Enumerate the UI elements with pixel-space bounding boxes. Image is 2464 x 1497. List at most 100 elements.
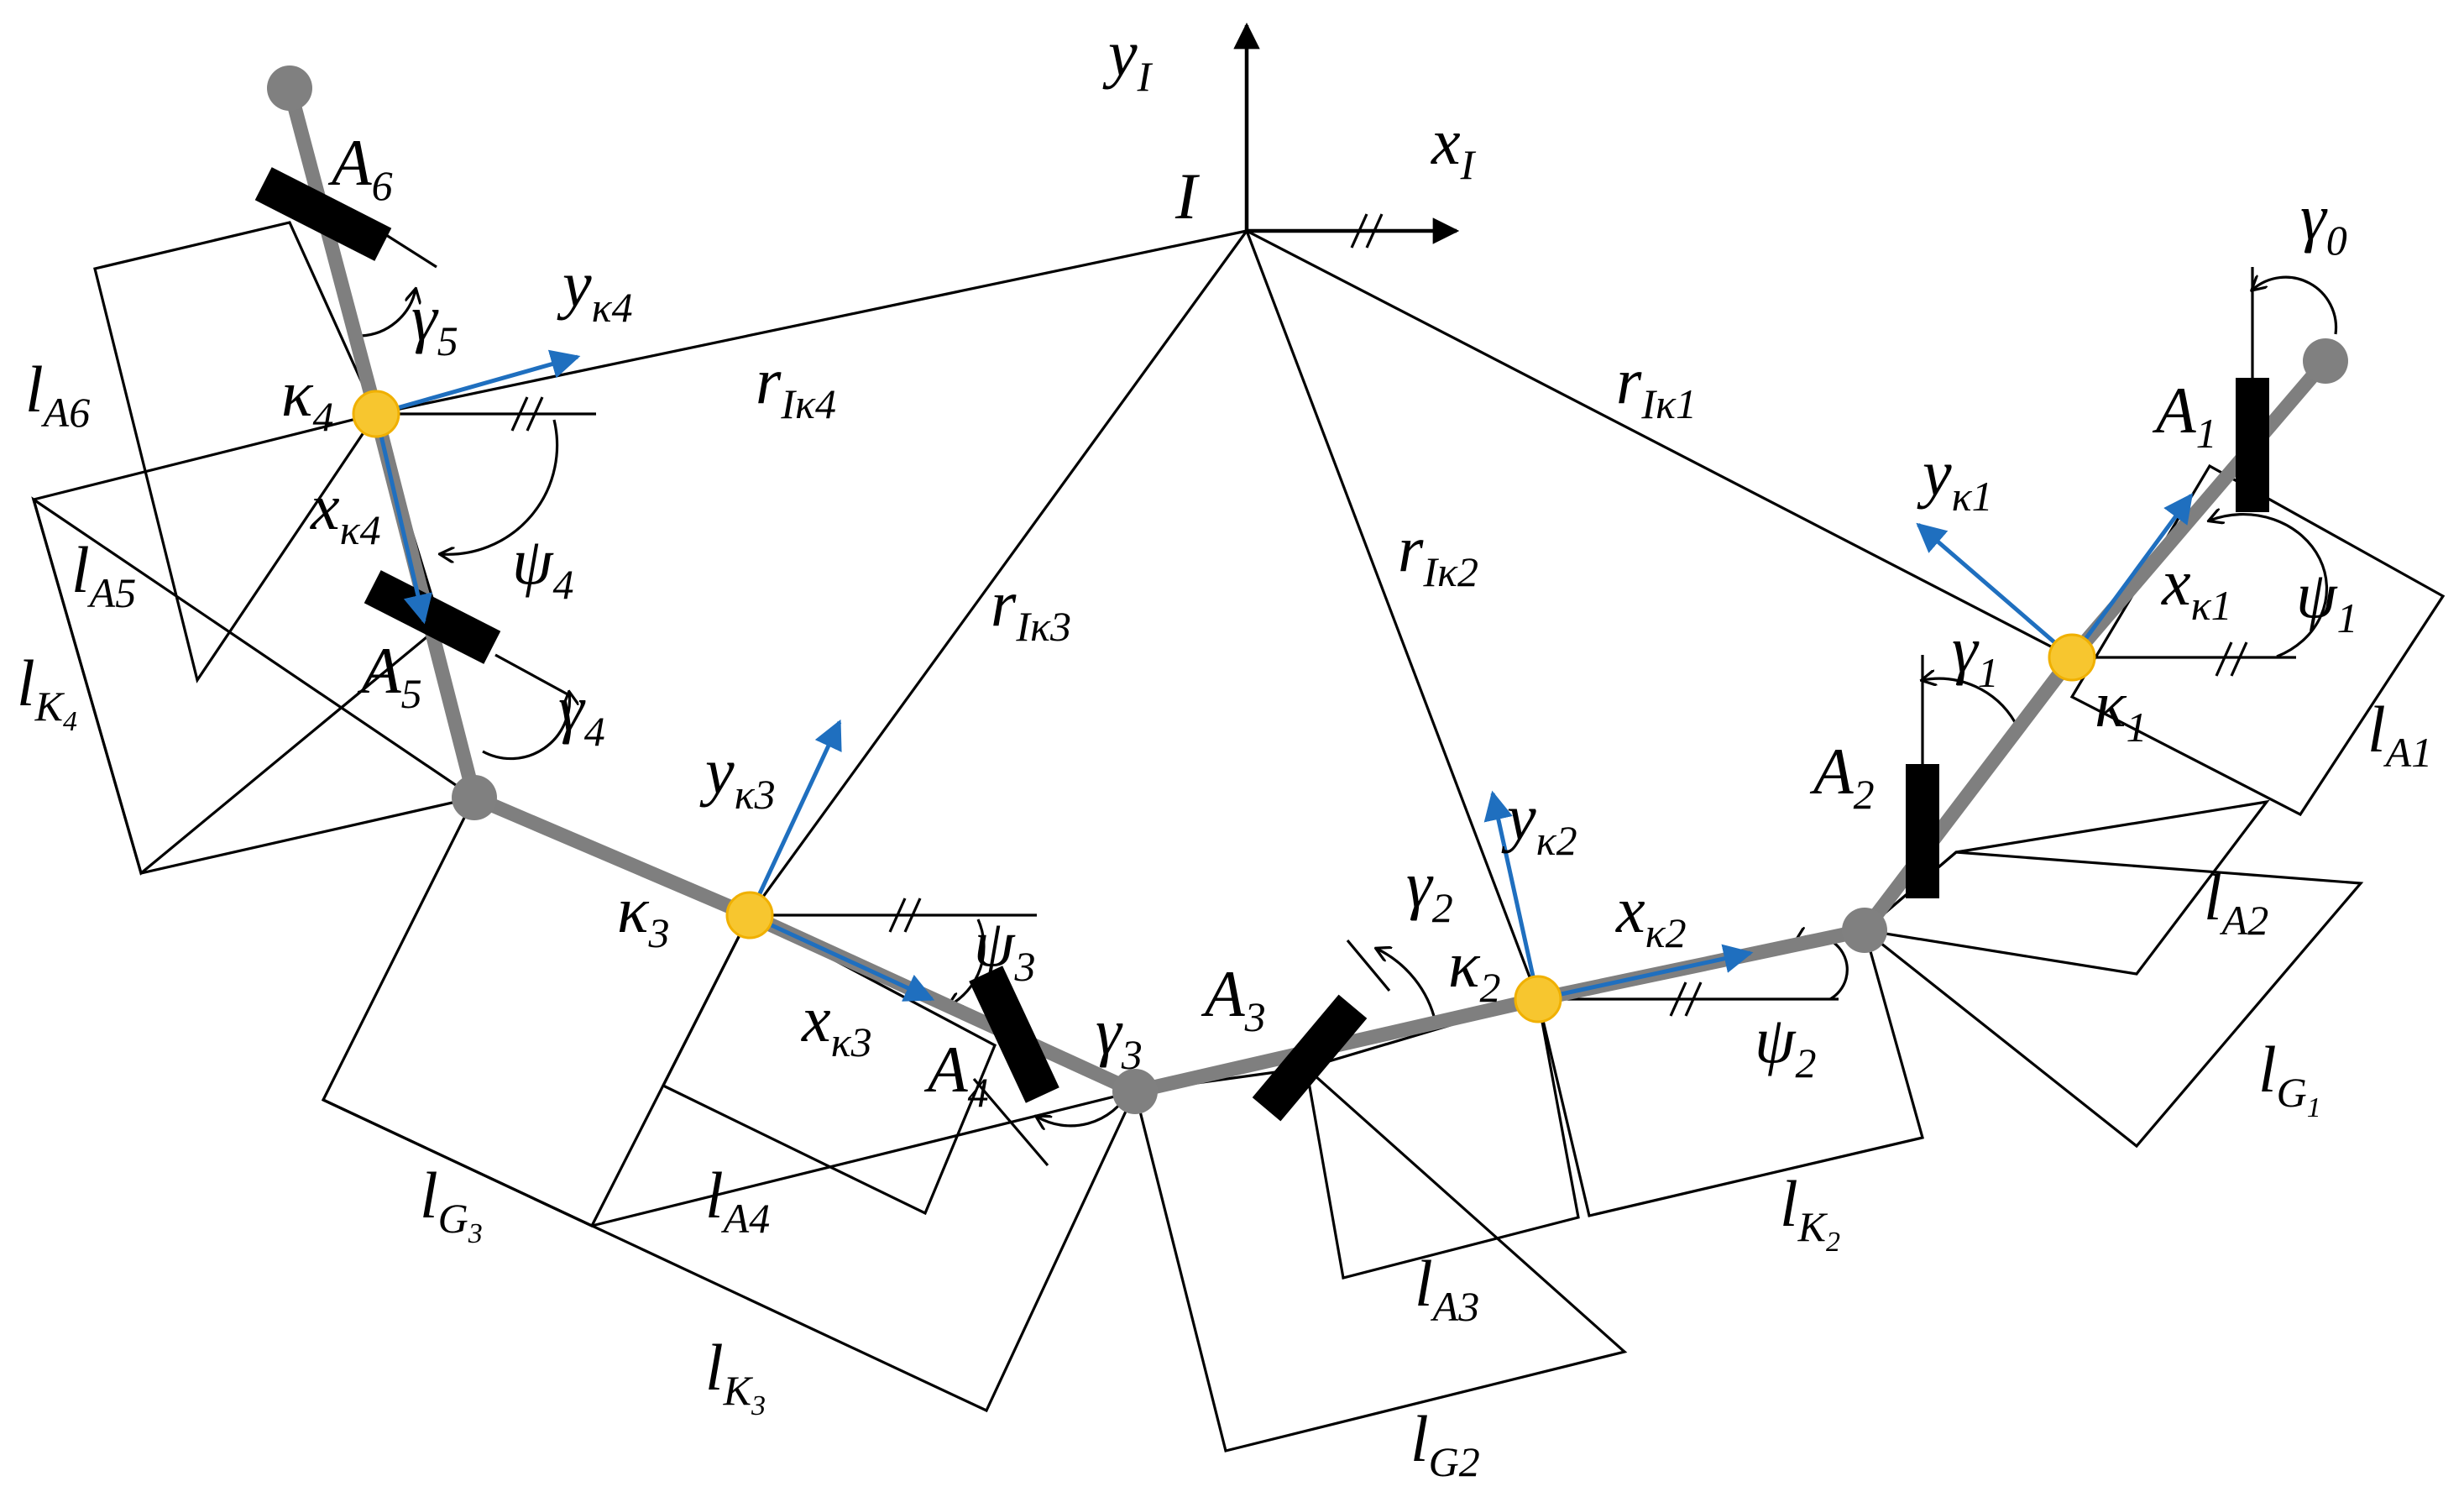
joint-end-left: [267, 65, 312, 111]
actuator-A3: [1252, 994, 1368, 1122]
label-y-k3: yκ3: [699, 735, 776, 818]
label-k1: κ1: [2095, 667, 2147, 751]
link-chain: [282, 81, 2333, 1099]
label-x-k4: xκ4: [310, 470, 381, 553]
box-lK4: [31, 496, 478, 875]
joint-left: [452, 775, 497, 820]
label-k2: κ2: [1448, 928, 1500, 1011]
gamma5-arc: [360, 290, 416, 338]
r-vector-k1: [1246, 229, 2073, 659]
label-y-k2: yκ2: [1501, 781, 1577, 864]
actuator-A4: [969, 966, 1059, 1103]
label-A2: A2: [1809, 735, 1875, 818]
gamma1-arc: [1923, 678, 2017, 723]
label-A6: A6: [327, 126, 393, 209]
joint-right: [1842, 908, 1887, 953]
label-gamma4: γ4: [558, 672, 605, 755]
label-r-Ik3: rIκ3: [991, 567, 1071, 650]
gamma0-arc: [2252, 277, 2338, 335]
actuator-A6: [254, 167, 392, 261]
r-vector-k3: [748, 230, 1248, 916]
label-x-k3: xκ3: [801, 982, 872, 1065]
psi1-arc: [2210, 515, 2329, 658]
axis-x-k1: [2069, 493, 2194, 659]
label-lK3: lK3: [705, 1331, 766, 1421]
origin-k3: [725, 891, 774, 940]
axis-x-k3: [748, 913, 935, 1002]
parallel-mark: [1365, 213, 1384, 249]
label-x-k2: xκ2: [1615, 873, 1687, 956]
label-lK4: lK4: [17, 646, 77, 737]
actuators: [254, 167, 2269, 1122]
label-gamma0: γ0: [2300, 181, 2347, 264]
label-x-k1: xκ1: [2161, 546, 2232, 629]
axis-y-k4: [375, 349, 581, 416]
labels: I yI xI rIκ1 rIκ2 rIκ3 rIκ4 κ1 κ2 κ3 κ4 …: [17, 17, 2432, 1485]
label-A3: A3: [1201, 957, 1266, 1040]
link-polyline: [282, 81, 2333, 1099]
label-r-Ik1: rIκ1: [1616, 344, 1697, 427]
label-lA4: lA4: [705, 1159, 770, 1242]
box-lG2: [1133, 1066, 1628, 1453]
position-vectors: [375, 229, 2073, 1000]
box-lA6: [93, 221, 378, 683]
origin-k2: [1514, 975, 1562, 1023]
label-lA1: lA1: [2367, 693, 2432, 776]
psi4-arc: [441, 419, 559, 554]
gamma2-arc: [1377, 949, 1437, 1023]
ref-line-A3: [1346, 939, 1391, 992]
label-psi1: ψ1: [2296, 558, 2357, 641]
origin-k4: [352, 390, 400, 438]
axis-y-k1: [1916, 522, 2074, 659]
box-lA2: [1861, 799, 2270, 976]
label-y-k4: yκ4: [557, 248, 633, 331]
inertial-frame: [1233, 22, 1460, 249]
label-psi4: ψ4: [512, 525, 573, 608]
label-gamma1: γ1: [1952, 613, 1999, 696]
r-vector-k2: [1245, 230, 1540, 1000]
gamma4-arc: [482, 693, 570, 761]
label-lG1: lG1: [2258, 1033, 2321, 1123]
label-lA5: lA5: [71, 533, 136, 616]
axis-x-k2: [1537, 944, 1754, 1002]
label-lA3: lA3: [1415, 1247, 1479, 1330]
label-lA2: lA2: [2204, 861, 2268, 944]
origin-k1: [2048, 633, 2096, 682]
axis-y-k3: [747, 719, 842, 917]
label-gamma3: γ3: [1096, 995, 1143, 1078]
joints: [267, 65, 2348, 1114]
label-k4: κ4: [281, 357, 333, 440]
actuator-A2: [1906, 764, 1939, 898]
ref-line-A4: [972, 1077, 1049, 1167]
label-psi3: ψ3: [974, 907, 1035, 990]
label-A1: A1: [2152, 374, 2217, 457]
label-y-k1: yκ1: [1917, 437, 1993, 520]
label-origin-I: I: [1174, 160, 1201, 233]
ref-line-A5: [494, 653, 570, 697]
label-r-Ik4: rIκ4: [756, 344, 836, 427]
actuator-A1: [2236, 378, 2269, 512]
label-gamma5: γ5: [411, 281, 458, 364]
label-psi2: ψ2: [1755, 1003, 1816, 1086]
parallel-mark: [1350, 213, 1368, 249]
axis-y-k2: [1483, 790, 1541, 1000]
box-lG3: [321, 795, 752, 1228]
label-A5: A5: [357, 634, 422, 717]
r-vector-k4: [375, 229, 1248, 416]
label-gamma2: γ2: [1406, 848, 1453, 931]
label-r-Ik2: rIκ2: [1398, 512, 1478, 595]
label-lG3: lG3: [420, 1159, 483, 1249]
joint-middle: [1112, 1069, 1158, 1114]
actuator-A5: [364, 570, 501, 664]
box-lA1: [2069, 463, 2446, 817]
label-y-I: yI: [1102, 17, 1154, 100]
label-x-I: xI: [1431, 105, 1477, 188]
body-frame-axes: [374, 349, 2194, 1002]
box-lK2: [1536, 929, 1924, 1217]
label-lK2: lK2: [1780, 1167, 1840, 1258]
label-lG2: lG2: [1410, 1402, 1480, 1485]
label-k3: κ3: [617, 873, 669, 956]
axis-x-k4: [374, 413, 432, 625]
label-A4: A4: [923, 1033, 989, 1116]
